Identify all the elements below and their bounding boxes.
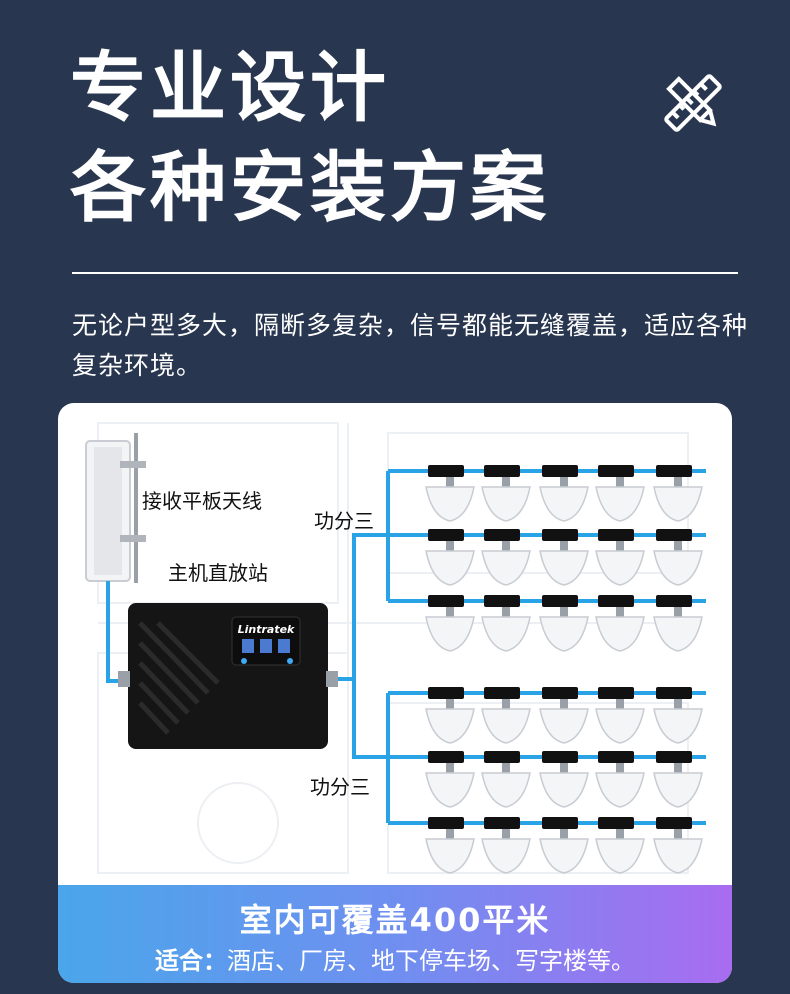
- ceiling-antenna: [595, 817, 645, 874]
- splitter-bottom-label: 功分三: [310, 775, 370, 799]
- coverage-title: 室内可覆盖400平米: [239, 901, 551, 939]
- ceiling-antenna: [425, 817, 475, 874]
- ceiling-antenna: [595, 687, 645, 744]
- ceiling-antenna: [539, 687, 589, 744]
- panel-antenna: [85, 433, 146, 583]
- trunk-cable-top: [352, 533, 388, 679]
- ceiling-antenna: [653, 529, 703, 586]
- feeder-cable: [106, 581, 130, 683]
- ceiling-antenna: [653, 817, 703, 874]
- ceiling-antennas: [425, 465, 703, 874]
- description: 无论户型多大，隔断多复杂，信号都能无缝覆盖，适应各种复杂环境。: [72, 311, 749, 380]
- installation-diagram: Lintratek: [85, 422, 706, 874]
- ceiling-antenna: [425, 465, 475, 522]
- page-title-line-2: 各种安装方案: [70, 143, 550, 232]
- ceiling-antenna: [595, 465, 645, 522]
- page-title-line-1: 专业设计: [70, 43, 390, 132]
- ceiling-antenna: [653, 595, 703, 652]
- divider: [72, 272, 738, 274]
- ceiling-antenna: [539, 817, 589, 874]
- coverage-subtitle: 适合：酒店、厂房、地下停车场、写字楼等。: [58, 941, 732, 976]
- splitter-top-label: 功分三: [314, 509, 374, 533]
- coverage-banner: 室内可覆盖400平米 适合：酒店、厂房、地下停车场、写字楼等。: [58, 885, 732, 983]
- ceiling-antenna: [595, 529, 645, 586]
- ceiling-antenna: [595, 751, 645, 808]
- ceiling-antenna: [595, 595, 645, 652]
- ceiling-antenna: [539, 465, 589, 522]
- ruler-pencil-icon: [664, 74, 722, 132]
- brand-logo: Lintratek: [238, 623, 295, 636]
- ceiling-antenna: [481, 751, 531, 808]
- distribution-cables: [352, 469, 706, 825]
- ceiling-antenna: [481, 529, 531, 586]
- ceiling-antenna: [425, 529, 475, 586]
- suitable-label: 适合：: [155, 947, 227, 975]
- antenna-label: 接收平板天线: [142, 489, 262, 513]
- ceiling-antenna: [481, 595, 531, 652]
- ceiling-antenna: [539, 751, 589, 808]
- ceiling-antenna: [481, 817, 531, 874]
- booster-unit: Lintratek: [118, 603, 338, 749]
- ceiling-antenna: [481, 465, 531, 522]
- booster-label: 主机直放站: [168, 561, 268, 585]
- installation-diagram-panel: Lintratek 接收平板天线 主机直放站 功分三 功分三 室内可覆盖400平…: [58, 403, 732, 983]
- ceiling-antenna: [425, 595, 475, 652]
- ceiling-antenna: [653, 687, 703, 744]
- ceiling-antenna: [653, 465, 703, 522]
- ceiling-antenna: [539, 529, 589, 586]
- ceiling-antenna: [481, 687, 531, 744]
- suitable-text: 酒店、厂房、地下停车场、写字楼等。: [227, 947, 635, 975]
- ceiling-antenna: [539, 595, 589, 652]
- ceiling-antenna: [425, 751, 475, 808]
- trunk-cable-bottom: [352, 679, 388, 759]
- ceiling-antenna: [653, 751, 703, 808]
- ceiling-antenna: [425, 687, 475, 744]
